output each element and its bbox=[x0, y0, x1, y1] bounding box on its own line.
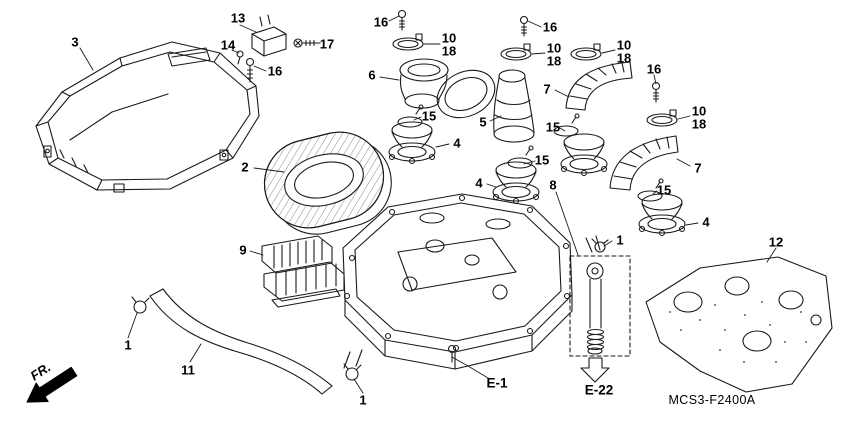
callout-number: 1 bbox=[359, 392, 367, 408]
callout-number: 18 bbox=[691, 116, 707, 132]
callout-number: 6 bbox=[368, 67, 376, 83]
callout-number: 18 bbox=[546, 53, 562, 69]
diagram-code: MCS3-F2400A bbox=[668, 393, 756, 407]
callout-number: 10 bbox=[546, 40, 562, 56]
funnel-4c-drawing bbox=[560, 133, 608, 177]
band-clamp-drawings bbox=[392, 33, 678, 127]
elbow-duct-7a-drawing bbox=[565, 61, 633, 111]
callout-number: 15 bbox=[421, 108, 437, 124]
callout-number: 10 bbox=[441, 30, 457, 46]
callout-number: 7 bbox=[543, 81, 551, 97]
callout-number: 5 bbox=[479, 114, 487, 130]
screw-16-drawings bbox=[245, 9, 661, 103]
callout-number: 15 bbox=[545, 119, 561, 135]
hose-clamp-case-drawing bbox=[343, 363, 362, 381]
callout-number: 15 bbox=[534, 152, 550, 168]
callout-number: 10 bbox=[691, 103, 707, 119]
callout-number: 4 bbox=[453, 135, 461, 151]
callout-number: 16 bbox=[646, 61, 662, 77]
funnel-4a-drawing bbox=[388, 121, 436, 165]
section-ref-e1: E-1 bbox=[486, 375, 508, 391]
leader-lines bbox=[79, 15, 777, 394]
intake-duct-5-drawing bbox=[493, 69, 535, 143]
callout-number: 7 bbox=[694, 160, 702, 176]
callout-number: 4 bbox=[702, 214, 710, 230]
callout-number: 1 bbox=[616, 232, 624, 248]
funnel-4d-drawing bbox=[638, 193, 686, 237]
air-hose-drawing bbox=[149, 288, 333, 395]
bracket-plate-drawing bbox=[645, 256, 833, 393]
sensor-13-drawing bbox=[251, 14, 287, 57]
callout-number: 18 bbox=[616, 50, 632, 66]
callout-number: 10 bbox=[616, 37, 632, 53]
callout-number: 13 bbox=[230, 10, 246, 26]
section-ref-e22: E-22 bbox=[584, 382, 614, 398]
callout-number: 11 bbox=[181, 362, 195, 378]
clip-14-drawing bbox=[236, 50, 244, 65]
callout-number: 17 bbox=[319, 36, 335, 52]
elbow-duct-7b-drawing bbox=[609, 135, 679, 191]
intake-duct-6-drawing bbox=[399, 58, 496, 119]
callout-number: 8 bbox=[549, 177, 557, 193]
callout-number: 14 bbox=[220, 37, 236, 53]
callout-number: 4 bbox=[475, 175, 483, 191]
drain-tube-drawing bbox=[569, 235, 631, 357]
callout-number: 16 bbox=[373, 14, 389, 30]
hose-clamp-left-drawing bbox=[131, 296, 150, 314]
callout-number: 3 bbox=[71, 34, 79, 50]
callout-number: 16 bbox=[542, 19, 558, 35]
callout-number: 16 bbox=[267, 63, 283, 79]
e22-arrow-icon bbox=[580, 357, 610, 383]
air-cleaner-case-drawing bbox=[342, 193, 573, 370]
callout-number: 12 bbox=[768, 234, 784, 250]
callout-number: 18 bbox=[441, 43, 457, 59]
screw-17-drawing bbox=[293, 38, 321, 48]
callout-number: 1 bbox=[124, 337, 132, 353]
filter-element-drawing bbox=[263, 131, 392, 235]
callout-number: 2 bbox=[241, 159, 249, 175]
callout-number: 9 bbox=[239, 242, 247, 258]
front-direction-arrow-icon bbox=[26, 366, 78, 403]
clamp-15-drawings bbox=[397, 104, 664, 202]
resonator-drawing bbox=[261, 235, 345, 308]
air-cleaner-cover-drawing bbox=[35, 41, 260, 193]
callout-number: 15 bbox=[656, 182, 672, 198]
funnel-4b-drawing bbox=[492, 161, 540, 205]
